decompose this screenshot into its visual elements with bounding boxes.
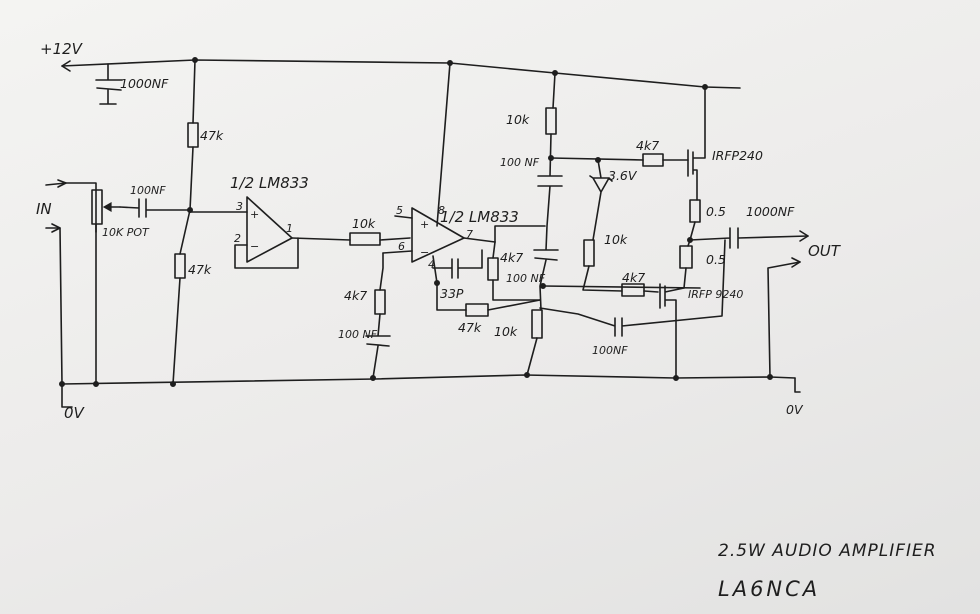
label-r-bias-bot: 47k xyxy=(188,262,212,277)
supply-capacitor xyxy=(95,63,123,105)
label-c-fb2: 100NF xyxy=(592,344,628,357)
label-r-fb: 47k xyxy=(458,320,482,335)
volume-potentiometer xyxy=(91,189,121,385)
output-capacitor xyxy=(689,227,809,249)
output-label: OUT xyxy=(808,242,842,260)
supply-zero-label: 0V xyxy=(64,404,86,422)
input-terminals xyxy=(45,179,97,385)
ground-lead-left xyxy=(61,383,73,408)
supply-plus-label: +12V xyxy=(40,40,84,58)
source-resistor-bottom xyxy=(679,239,693,289)
title-line-2: LA6NCA xyxy=(718,577,820,601)
input-label: IN xyxy=(36,200,52,218)
label-c-boot: 100 NF xyxy=(500,156,540,169)
opamp1-plus: + xyxy=(250,208,259,221)
label-c-comp: 33P xyxy=(440,286,464,301)
output-return xyxy=(767,257,801,378)
opamp1-minus: − xyxy=(250,240,259,253)
vas-resistor xyxy=(487,225,546,301)
label-c-supply: 1000NF xyxy=(120,76,169,91)
feedback-resistor xyxy=(436,282,541,317)
label-r-trim: 10k xyxy=(604,232,628,247)
compensation-capacitor xyxy=(432,249,483,279)
link-resistor xyxy=(349,232,411,246)
mosfet-top xyxy=(687,86,706,241)
label-r-src-bot: 0.5 xyxy=(706,252,726,267)
label-r-link: 10k xyxy=(352,216,376,231)
supply-zero-right-label: 0V xyxy=(786,402,804,417)
bias-resistor-top xyxy=(187,59,199,211)
feedback-ground-network xyxy=(365,252,391,379)
driver-column xyxy=(526,72,563,376)
pin-5: 5 xyxy=(396,204,403,217)
input-capacitor xyxy=(119,198,191,218)
bias-resistor-bottom xyxy=(172,209,191,385)
label-r-src-top: 0.5 xyxy=(706,204,726,219)
label-c-in: 100NF xyxy=(130,184,166,197)
opamp-1 xyxy=(189,196,351,269)
pin-4: 4 xyxy=(428,258,435,271)
label-r-bias-top: 47k xyxy=(200,128,224,143)
label-r-fb-gnd: 4k7 xyxy=(344,288,367,303)
label-opamp2: 1/2 LM833 xyxy=(440,208,519,226)
pin-1: 1 xyxy=(286,222,293,235)
rail-junctions xyxy=(192,56,708,90)
opamp2-plus: + xyxy=(420,218,429,231)
label-c-out: 1000NF xyxy=(746,204,795,219)
mosfet-bottom xyxy=(659,283,685,379)
pin-6: 6 xyxy=(398,240,405,253)
supply-rail xyxy=(61,59,741,89)
pin-3: 3 xyxy=(236,200,243,213)
label-zener: 3.6V xyxy=(608,168,638,183)
label-r-vas: 4k7 xyxy=(500,250,523,265)
label-r-gate-bot: 4k7 xyxy=(622,270,645,285)
opamp2-minus: − xyxy=(420,246,429,259)
label-r-lower: 10k xyxy=(494,324,518,339)
label-mosfet-bot: IRFP 9240 xyxy=(688,288,743,301)
ground-lead-right xyxy=(794,377,801,393)
label-r-top: 10k xyxy=(506,112,530,127)
ground-rail xyxy=(61,374,796,385)
pin-8: 8 xyxy=(438,204,445,217)
label-opamp1: 1/2 LM833 xyxy=(230,174,309,192)
label-c-fb-gnd: 100 NF xyxy=(338,328,378,341)
label-c-mid: 100 NF xyxy=(506,272,546,285)
pin-2: 2 xyxy=(234,232,241,245)
label-mosfet-top: IRFP240 xyxy=(712,148,763,163)
opamp-2 xyxy=(382,62,496,284)
label-r-gate-top: 4k7 xyxy=(636,138,659,153)
ground-junctions xyxy=(58,372,773,388)
label-pot: 10K POT xyxy=(102,226,150,239)
title-line-1: 2.5W AUDIO AMPLIFIER xyxy=(718,541,937,561)
pin-7: 7 xyxy=(466,228,473,241)
feedback-capacitor-2 xyxy=(539,239,726,337)
